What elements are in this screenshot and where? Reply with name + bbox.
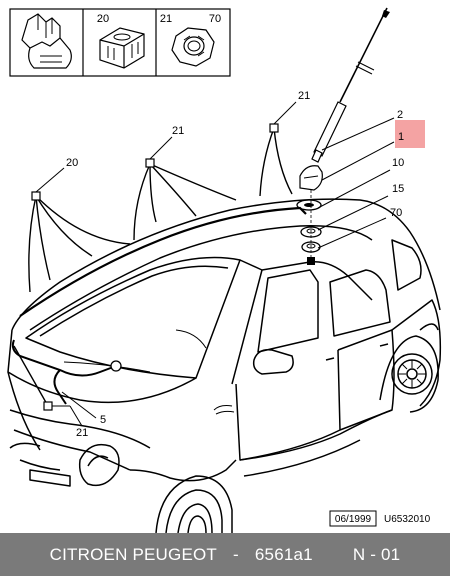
reference-stamp: 06/1999 U6532010	[329, 510, 431, 527]
callout-2: 2	[397, 109, 403, 121]
clip-fan-lines	[13, 127, 293, 407]
footer-part-number: 6561a1	[254, 544, 313, 564]
inset-number-70: 70	[209, 13, 221, 25]
footer-separator: -	[233, 544, 239, 564]
car-body	[7, 198, 442, 534]
diagram-svg: 20 21 70	[7, 7, 442, 534]
roof-cable	[19, 206, 307, 317]
inset-panel-grommet: 21	[99, 13, 172, 69]
inset-number-21: 21	[160, 13, 172, 25]
callout-1: 1	[398, 131, 404, 143]
parts-diagram: 20 21 70	[7, 7, 442, 534]
highlight-part-1	[395, 120, 425, 148]
inset-number-20: 20	[97, 13, 109, 25]
callout-markers	[31, 123, 279, 411]
leader-lines	[35, 101, 395, 427]
inset-panel-nut: 70	[171, 13, 221, 67]
footer-bar: CITROEN PEUGEOT - 6561a1 N - 01	[0, 533, 450, 576]
footer-brand: CITROEN PEUGEOT	[49, 544, 218, 564]
callout-5: 5	[100, 414, 106, 426]
callout-labels: 21 21 20 2 1 10 15 70 5 21	[66, 90, 425, 439]
callout-21-top: 21	[298, 90, 310, 102]
inset-panel-clip: 20	[21, 13, 109, 69]
callout-21-mid: 21	[172, 125, 184, 137]
inset-frame	[9, 8, 231, 77]
antenna-cable	[11, 339, 122, 405]
date-stamp: 06/1999	[335, 514, 372, 525]
antenna-assembly	[296, 7, 390, 265]
callout-70: 70	[390, 207, 402, 219]
callout-20: 20	[66, 157, 78, 169]
callout-15: 15	[392, 183, 404, 195]
drawing-ref: U6532010	[384, 514, 431, 525]
callout-10: 10	[392, 157, 404, 169]
callout-21-bottom: 21	[76, 427, 88, 439]
footer-page-label: N - 01	[352, 544, 401, 564]
